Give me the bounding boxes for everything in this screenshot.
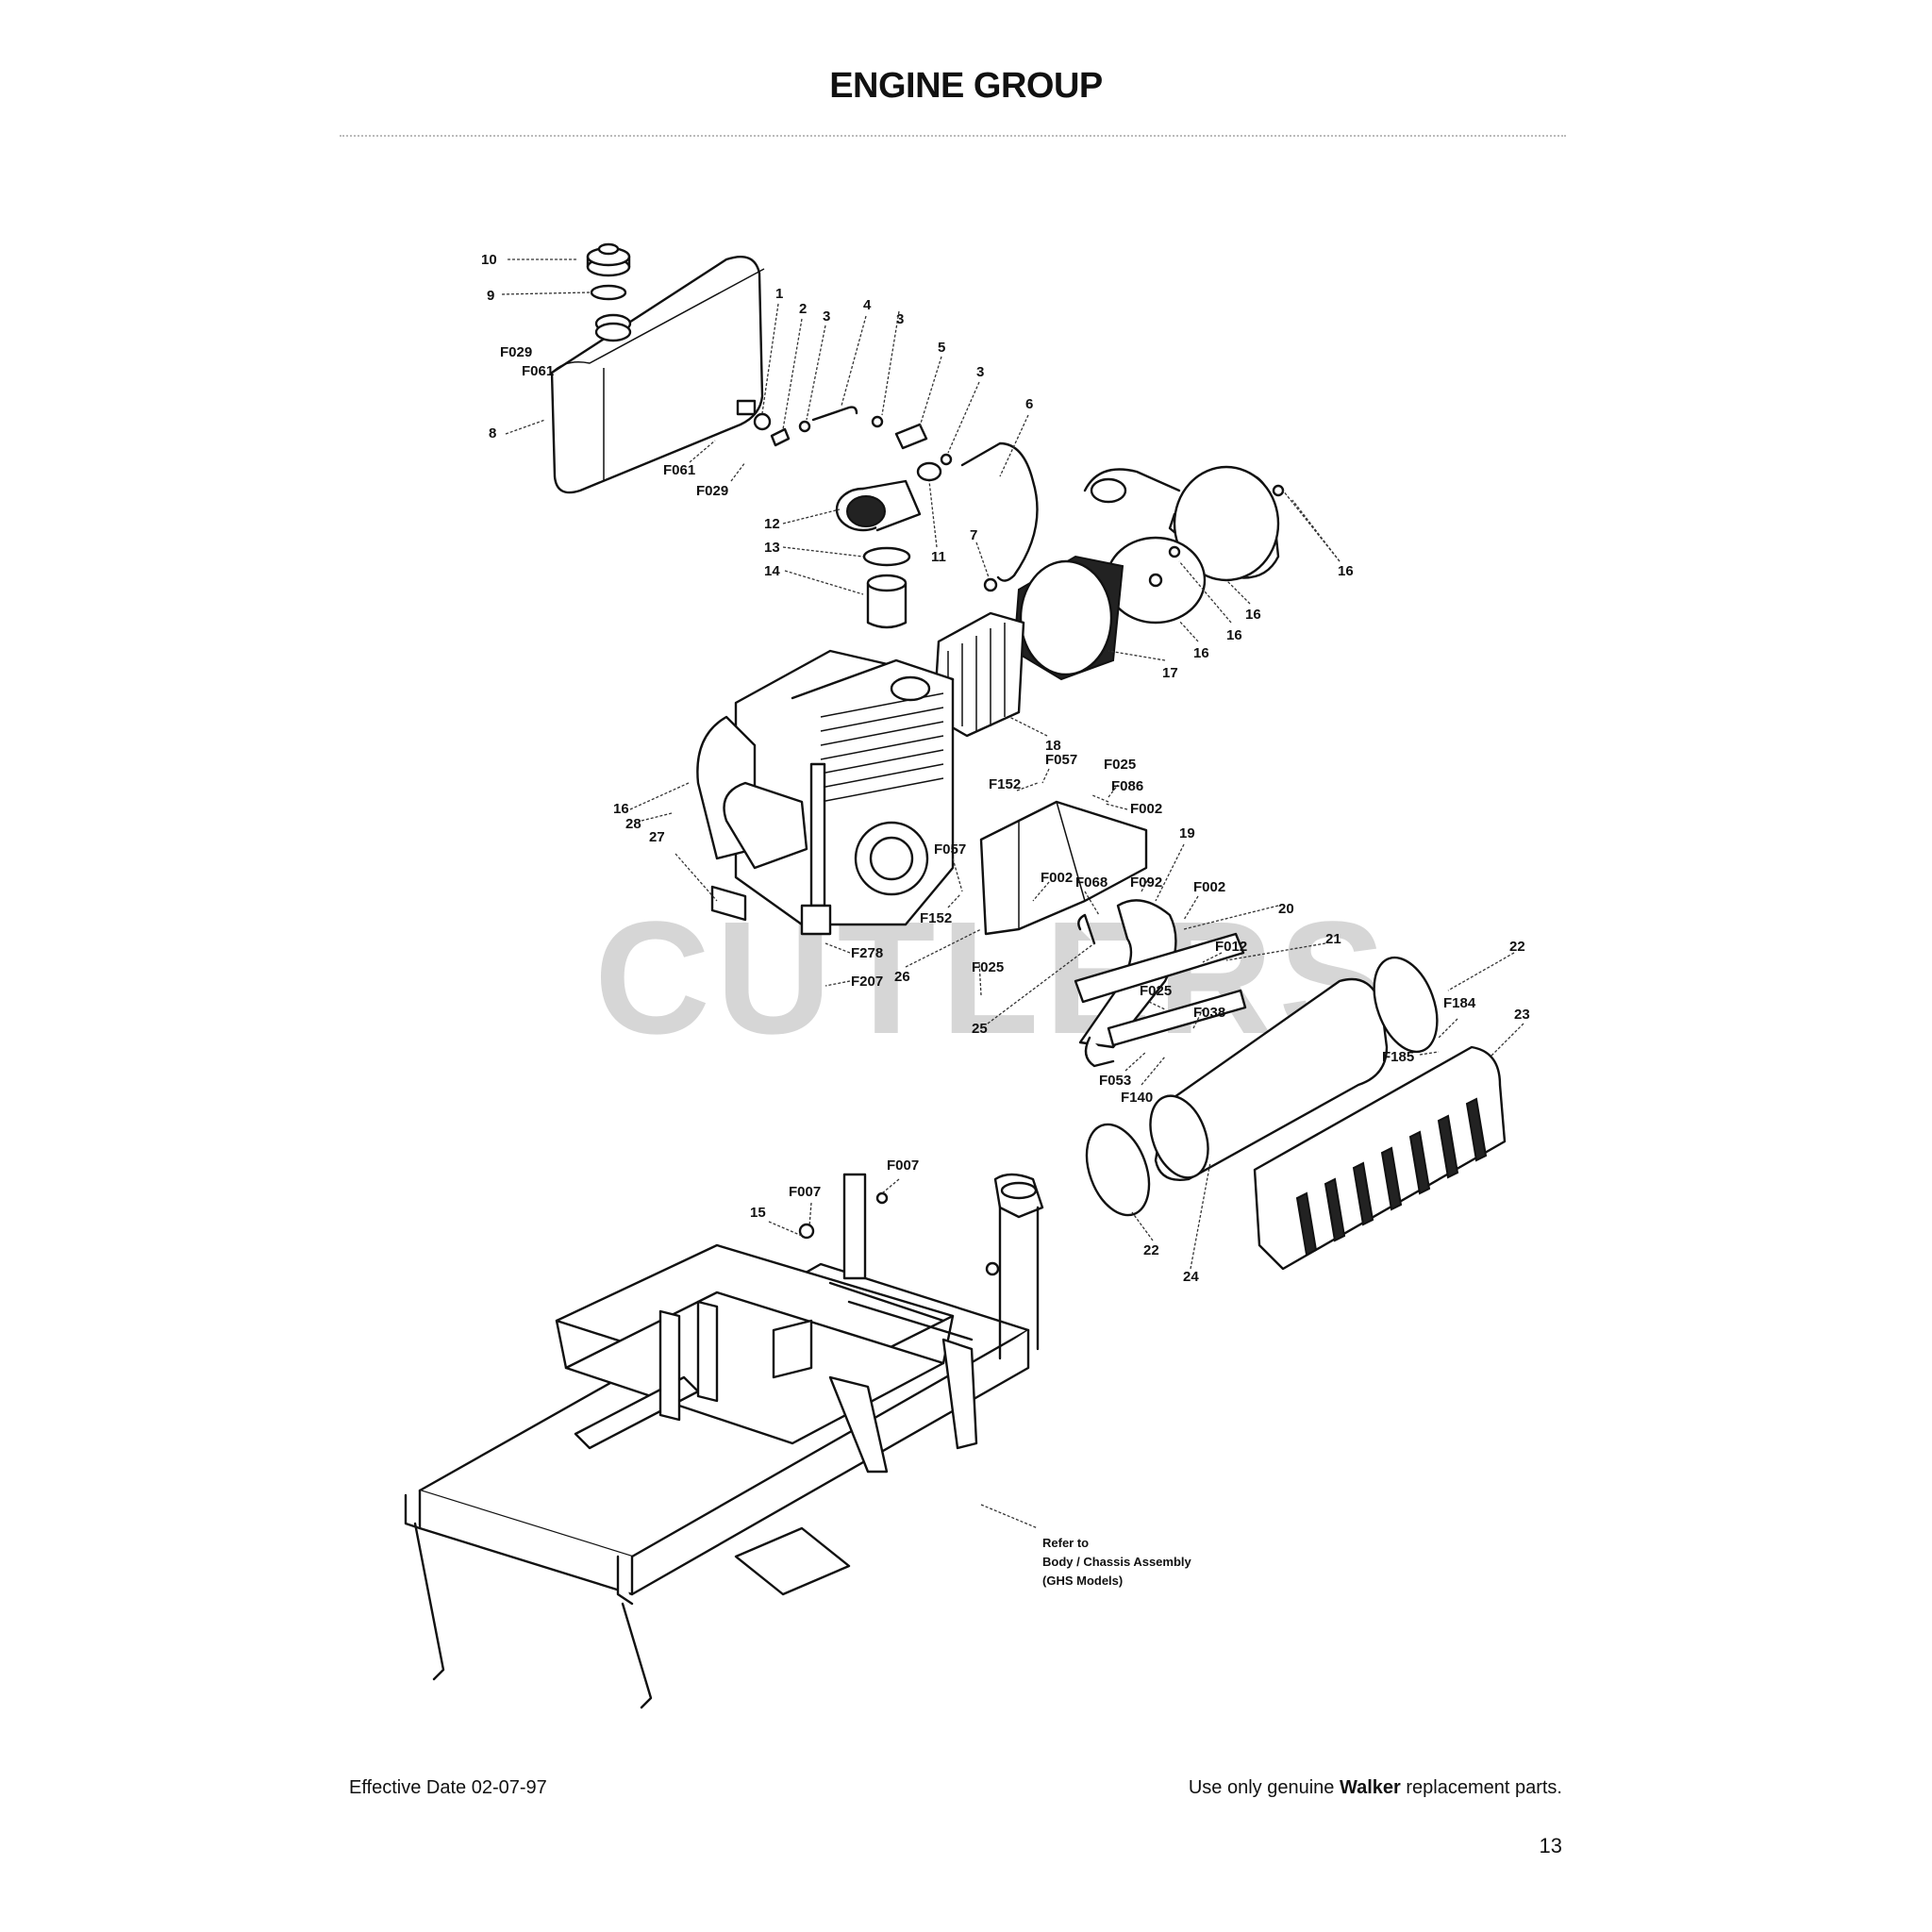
label-8: 8 <box>489 425 496 441</box>
notice-suffix: replacement parts. <box>1400 1777 1562 1798</box>
page-title: ENGINE GROUP <box>829 66 1103 106</box>
label-F184: F184 <box>1443 995 1476 1011</box>
label-25: 25 <box>972 1021 988 1037</box>
part-labels: 10 9 F029 F061 8 F061 F029 1 2 3 4 3 5 3… <box>481 252 1530 1285</box>
label-F086: F086 <box>1111 778 1143 794</box>
label-4: 4 <box>863 297 872 313</box>
label-11: 11 <box>931 549 946 565</box>
clamp-upper <box>1373 956 1439 1054</box>
muffler-guard <box>1253 1045 1507 1271</box>
label-24: 24 <box>1183 1269 1199 1285</box>
label-20: 20 <box>1278 901 1294 917</box>
label-13: 13 <box>764 540 780 556</box>
cap-gasket <box>590 284 627 301</box>
engine-block <box>696 649 955 936</box>
label-23: 23 <box>1514 1007 1530 1023</box>
label-18: 18 <box>1045 738 1061 754</box>
label-26: 26 <box>894 969 910 985</box>
label-F140: F140 <box>1121 1090 1153 1106</box>
effective-date: Effective Date 02-07-97 <box>349 1777 547 1798</box>
label-F185: F185 <box>1382 1049 1414 1065</box>
chassis-frame <box>404 1173 1044 1709</box>
label-F057: F057 <box>1045 752 1077 768</box>
label-12: 12 <box>764 516 780 532</box>
label-F025: F025 <box>972 959 1004 975</box>
notice-brand: Walker <box>1339 1777 1401 1798</box>
label-F068: F068 <box>1075 874 1108 891</box>
label-16: 16 <box>1226 627 1242 643</box>
label-16: 16 <box>1245 607 1261 623</box>
label-19: 19 <box>1179 825 1195 841</box>
label-F002: F002 <box>1041 870 1073 886</box>
label-5: 5 <box>938 340 945 356</box>
label-16: 16 <box>1338 563 1354 579</box>
leader-lines <box>501 258 1524 1529</box>
label-17: 17 <box>1162 665 1178 681</box>
muffler <box>1149 977 1389 1181</box>
label-F012: F012 <box>1215 939 1247 955</box>
clamp-lower <box>1085 1123 1151 1217</box>
label-F061: F061 <box>522 363 554 379</box>
label-7: 7 <box>970 527 977 543</box>
label-6: 6 <box>1025 396 1033 412</box>
label-F029: F029 <box>500 344 532 360</box>
label-3: 3 <box>823 308 830 325</box>
label-F002: F002 <box>1193 879 1225 895</box>
note-line-3: (GHS Models) <box>1042 1574 1123 1588</box>
label-F152: F152 <box>989 776 1021 792</box>
label-F002: F002 <box>1130 801 1162 817</box>
label-1: 1 <box>775 286 783 302</box>
fuel-cap <box>586 242 631 277</box>
label-22: 22 <box>1509 939 1525 955</box>
label-F278: F278 <box>851 945 883 961</box>
page-number: 13 <box>1539 1834 1562 1857</box>
reference-note: Refer to Body / Chassis Assembly (GHS Mo… <box>1042 1536 1192 1588</box>
label-F053: F053 <box>1099 1073 1131 1089</box>
label-27: 27 <box>649 829 665 845</box>
heat-shield <box>979 800 1148 936</box>
label-28: 28 <box>625 816 641 832</box>
label-F025: F025 <box>1140 983 1172 999</box>
air-intake <box>835 461 942 629</box>
label-F207: F207 <box>851 974 883 990</box>
label-F061: F061 <box>663 462 695 478</box>
label-3: 3 <box>896 311 904 327</box>
label-2: 2 <box>799 301 807 317</box>
label-F025: F025 <box>1104 757 1136 773</box>
label-F007: F007 <box>789 1184 821 1200</box>
label-10: 10 <box>481 252 497 268</box>
label-F057: F057 <box>934 841 966 858</box>
notice-prefix: Use only genuine <box>1188 1777 1340 1798</box>
fuel-line-fittings <box>753 406 1039 592</box>
label-F152: F152 <box>920 910 952 926</box>
replacement-notice: Use only genuine Walker replacement part… <box>1189 1777 1562 1799</box>
exhaust-pipe <box>1074 899 1247 1068</box>
label-F007: F007 <box>887 1158 919 1174</box>
label-16: 16 <box>613 801 629 817</box>
header-rule <box>340 135 1566 137</box>
label-F038: F038 <box>1193 1005 1225 1021</box>
label-21: 21 <box>1325 931 1341 947</box>
label-22: 22 <box>1143 1242 1159 1258</box>
label-3: 3 <box>976 364 984 380</box>
label-F029: F029 <box>696 483 728 499</box>
note-line-2: Body / Chassis Assembly <box>1042 1555 1192 1569</box>
label-14: 14 <box>764 563 780 579</box>
note-line-1: Refer to <box>1042 1536 1089 1550</box>
fuel-tank <box>550 255 765 494</box>
label-F092: F092 <box>1130 874 1162 891</box>
air-cleaner <box>932 465 1285 738</box>
label-15: 15 <box>750 1205 766 1221</box>
label-9: 9 <box>487 288 494 304</box>
label-16: 16 <box>1193 645 1209 661</box>
